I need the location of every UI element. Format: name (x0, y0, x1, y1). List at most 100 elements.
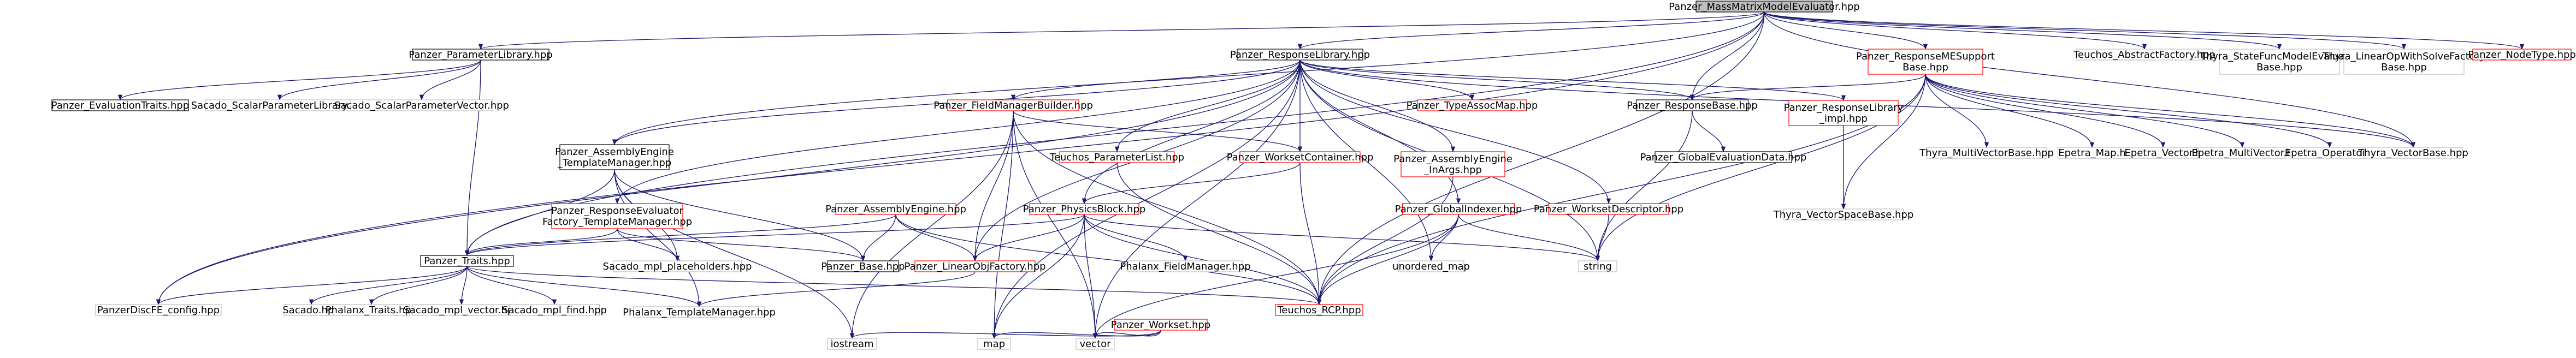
node-label-epetraoperator: Epetra_Operator.h (2285, 147, 2374, 159)
node-panzerbase[interactable]: Panzer_Base.hpp (821, 260, 905, 272)
node-string[interactable]: string (1578, 260, 1617, 272)
edge-resplib-to-reftemplatemgr (615, 59, 1301, 205)
edge-root-to-rcp (1316, 11, 1765, 306)
node-label-fmbuilder: Panzer_FieldManagerBuilder.hpp (933, 100, 1093, 111)
node-box-panzerbase (827, 260, 899, 272)
node-linearobjfactory[interactable]: Panzer_LinearObjFactory.hpp (904, 260, 1046, 272)
node-rcp[interactable]: Teuchos_RCP.hpp (1275, 304, 1363, 316)
node-placeholders[interactable]: Sacado_mpl_placeholders.hpp (603, 260, 752, 272)
node-evaltraits[interactable]: Panzer_EvaluationTraits.hpp (51, 99, 190, 111)
node-box-statefunc (2219, 49, 2340, 75)
node-typeassocmap[interactable]: Panzer_TypeAssocMap.hpp (1407, 99, 1538, 111)
node-phalanxtm[interactable]: Phalanx_TemplateManager.hpp (623, 306, 776, 318)
node-label-nodetype: Panzer_NodeType.hpp (2468, 49, 2576, 61)
node-abstractfactory[interactable]: Teuchos_AbstractFactory.hpp (2073, 49, 2215, 61)
node-label-paramlist: Teuchos_ParameterList.hpp (1049, 152, 1184, 163)
edge-traits-to-mplfind (466, 266, 557, 306)
node-aetemplatemgr[interactable]: Panzer_AssemblyEngine_TemplateManager.hp… (555, 144, 674, 170)
node-responsebase[interactable]: Panzer_ResponseBase.hpp (1627, 99, 1758, 111)
node-assemblyengine[interactable]: Panzer_AssemblyEngine.hpp (825, 203, 966, 215)
node-globalevaldata[interactable]: Panzer_GlobalEvaluationData.hpp (1640, 151, 1807, 163)
node-box-vector (1076, 338, 1115, 350)
node-mplvector[interactable]: Sacado_mpl_vector.hpp (403, 304, 520, 316)
edge-resplib-to-physicsblock (1082, 59, 1301, 205)
edge-responsemesupport-to-epetramap (1925, 74, 2095, 148)
node-paramlist[interactable]: Teuchos_ParameterList.hpp (1049, 151, 1184, 163)
edge-paramlib-to-evaltraits (118, 59, 481, 101)
node-box-linearobjfactory (914, 260, 1036, 272)
node-paramlib[interactable]: Panzer_ParameterLibrary.hpp (409, 49, 553, 61)
node-globalindexer[interactable]: Panzer_GlobalIndexer.hpp (1395, 203, 1522, 215)
node-root[interactable]: Panzer_MassMatrixModelEvaluator.hpp (1669, 1, 1860, 13)
node-resplibimpl[interactable]: Panzer_ResponseLibrary_impl.hpp (1784, 100, 1904, 126)
node-iostream[interactable]: iostream (827, 338, 877, 350)
edge-globalindexer-to-vector (1092, 214, 1459, 339)
node-fmbuilder[interactable]: Panzer_FieldManagerBuilder.hpp (933, 99, 1093, 111)
edge-responsemesupport-to-vectorspacebase (1841, 74, 1926, 210)
edge-workset-to-map (991, 330, 1161, 339)
node-mplfind[interactable]: Sacado_mpl_find.hpp (502, 304, 607, 316)
edge-root-to-nodetype (1764, 11, 2524, 50)
edge-physicsblock-to-string (1084, 214, 1600, 262)
edge-workset-to-iostream (850, 330, 1161, 339)
node-workset[interactable]: Panzer_Workset.hpp (1111, 319, 1210, 331)
node-label-string: string (1584, 261, 1612, 272)
node-discfeconfig[interactable]: PanzerDiscFE_config.hpp (95, 304, 222, 316)
node-phalanxtraits[interactable]: Phalanx_Traits.hpp (326, 304, 418, 316)
edge-fmbuilder-to-vector (1013, 110, 1098, 339)
node-map[interactable]: map (977, 338, 1011, 350)
edge-root-to-aetemplatemgr (612, 11, 1765, 146)
node-vectorbase[interactable]: Thyra_VectorBase.hpp (2358, 147, 2468, 159)
node-reftemplatemgr[interactable]: Panzer_ResponseEvaluatorFactory_Template… (542, 203, 692, 229)
edge-fmbuilder-to-worksetcontainer (1013, 110, 1303, 153)
edge-resplib-to-fmbuilder (1011, 59, 1301, 101)
edge-physicsblock-to-phalanxfm (1084, 214, 1188, 262)
node-multivecbase[interactable]: Thyra_MultiVectorBase.hpp (1919, 147, 2054, 159)
node-box-typeassocmap (1417, 99, 1527, 111)
node-scalarparamvec[interactable]: Sacado_ScalarParameterVector.hpp (334, 99, 509, 111)
node-epetramultivector[interactable]: Epetra_MultiVector.h (2191, 147, 2293, 159)
node-box-vectorbase (2364, 147, 2463, 159)
node-resplib[interactable]: Panzer_ResponseLibrary.hpp (1230, 49, 1370, 61)
node-nodetype[interactable]: Panzer_NodeType.hpp (2468, 49, 2576, 61)
node-label-linearopwithsolve: Thyra_LinearOpWithSolveFactory (2322, 51, 2485, 62)
node-unorderedmap[interactable]: unordered_map (1392, 260, 1470, 272)
edge-resplib-to-typeassocmap (1299, 59, 1475, 101)
node-vectorspacebase[interactable]: Thyra_VectorSpaceBase.hpp (1773, 208, 1914, 220)
node-label-globalindexer: Panzer_GlobalIndexer.hpp (1395, 204, 1522, 215)
node-worksetcontainer[interactable]: Panzer_WorksetContainer.hpp (1227, 151, 1374, 163)
node-sacado[interactable]: Sacado.hpp (282, 304, 340, 316)
node-vector[interactable]: vector (1076, 338, 1115, 350)
node-epetraoperator[interactable]: Epetra_Operator.h (2285, 147, 2374, 159)
edge-root-to-vectorbase (1764, 11, 2416, 148)
node-physicsblock[interactable]: Panzer_PhysicsBlock.hpp (1023, 203, 1146, 215)
node-label-worksetcontainer: Panzer_WorksetContainer.hpp (1227, 152, 1374, 163)
node-phalanxfm[interactable]: Phalanx_FieldManager.hpp (1120, 260, 1251, 272)
node-label-phalanxfm: Phalanx_FieldManager.hpp (1120, 261, 1250, 272)
node-box-assemblyengine (835, 203, 956, 215)
edge-aeinargs-to-rcp (1316, 176, 1454, 306)
node-aeinargs[interactable]: Panzer_AssemblyEngine_InArgs.hpp (1393, 151, 1512, 177)
edge-physicsblock-to-map (991, 214, 1085, 339)
node-label-placeholders: Sacado_mpl_placeholders.hpp (603, 261, 752, 272)
edge-fmbuilder-to-rcp (1013, 110, 1322, 306)
node-label-aeinargs: Panzer_AssemblyEngine (1393, 153, 1512, 165)
node-box-mplfind (509, 304, 600, 316)
node-epetramap[interactable]: Epetra_Map.h (2057, 147, 2127, 159)
node-epetravector[interactable]: Epetra_Vector.h (2124, 147, 2202, 159)
edge-resplib-to-vector (1092, 59, 1301, 339)
node-label-linearobjfactory: Panzer_LinearObjFactory.hpp (904, 261, 1045, 272)
node-traits[interactable]: Panzer_Traits.hpp (420, 255, 514, 267)
node-worksetdescriptor[interactable]: Panzer_WorksetDescriptor.hpp (1534, 203, 1683, 215)
node-box-iostream (827, 338, 877, 350)
node-box-workset (1114, 319, 1208, 331)
edge-physicsblock-to-traits (465, 214, 1085, 256)
edge-root-to-paramlib (478, 11, 1765, 50)
node-label-reftemplatemgr: Factory_TemplateManager.hpp (542, 216, 692, 228)
edge-resplib-to-responsebase (1299, 59, 1694, 101)
node-label-reftemplatemgr: Panzer_ResponseEvaluator (551, 205, 683, 217)
